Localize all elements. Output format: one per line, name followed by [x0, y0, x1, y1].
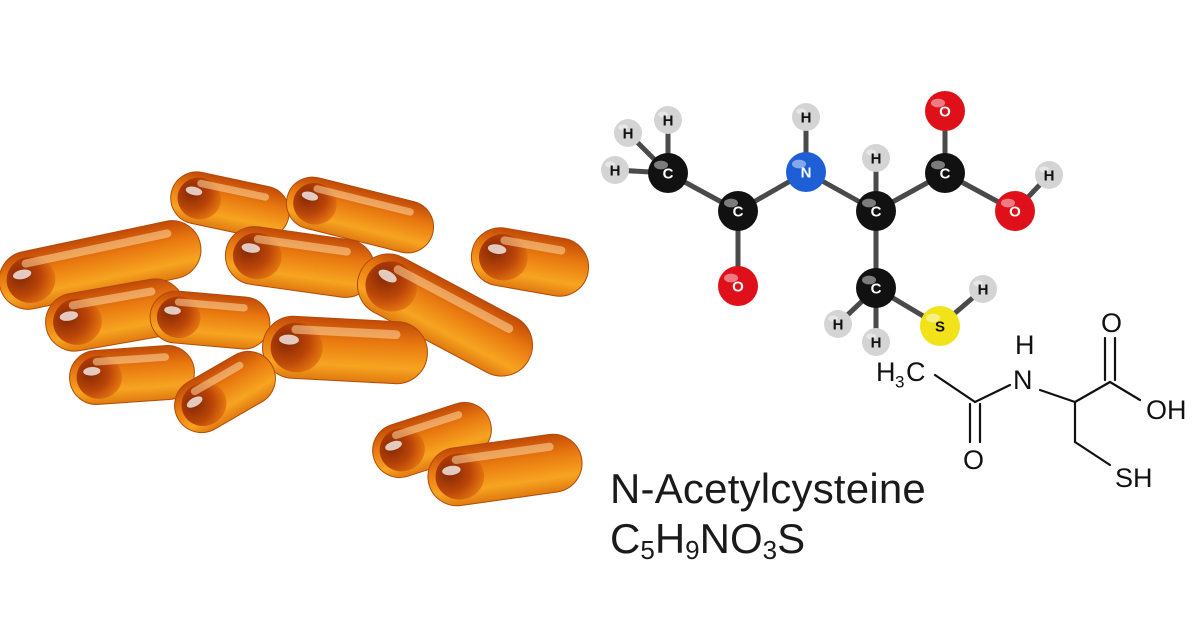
atom-n: N: [786, 152, 826, 192]
atom-label: C: [871, 281, 882, 298]
atom-label: C: [663, 166, 674, 183]
atom-label: H: [871, 335, 882, 352]
compound-name: N-Acetylcysteine: [610, 465, 926, 512]
atom-h: H: [969, 275, 997, 303]
atom-label: C: [940, 166, 951, 183]
atom-label: N: [801, 165, 812, 182]
atom-label: H: [801, 110, 812, 127]
atom-label: S: [935, 319, 945, 336]
formula-symbol: NO: [699, 515, 763, 562]
capsule: [224, 226, 376, 298]
capsule: [0, 220, 202, 310]
formula-symbol: S: [777, 515, 806, 562]
atom-label: C: [733, 204, 744, 221]
label-o-bottom: O: [963, 445, 984, 475]
capsule: [356, 253, 534, 377]
atom-label: O: [732, 279, 744, 296]
label-nh-h: H: [1015, 330, 1035, 360]
capsule: [45, 278, 185, 352]
molecular-formula: C5H9NO3S: [610, 515, 806, 565]
atom-h: H: [862, 144, 890, 172]
formula-symbol: H: [654, 515, 686, 562]
atom-label: H: [978, 282, 989, 299]
atom-c: C: [856, 191, 896, 231]
atom-c: C: [856, 268, 896, 308]
label-nh-n: N: [1013, 365, 1033, 395]
capsule-pile-icon: [0, 171, 590, 507]
atom-label: H: [1044, 168, 1055, 185]
atom-h: H: [614, 119, 642, 147]
label-sh: SH: [1115, 463, 1153, 493]
label-h3c-sub: 3: [895, 373, 904, 392]
label-o-top: O: [1101, 308, 1122, 338]
capsule: [470, 227, 590, 297]
atom-o: O: [995, 191, 1035, 231]
label-h3c-h: H: [876, 357, 896, 387]
skeletal-formula: H 3 C H N O OH O SH: [876, 308, 1187, 493]
atom-h: H: [862, 328, 890, 356]
capsule: [174, 351, 276, 433]
capsule: [427, 433, 583, 507]
capsule: [285, 176, 435, 254]
atom-h: H: [824, 310, 852, 338]
label-oh: OH: [1146, 395, 1187, 425]
atom-h: H: [1035, 161, 1063, 189]
atom-c: C: [925, 153, 965, 193]
atom-c: C: [648, 153, 688, 193]
atom-s: S: [920, 306, 960, 346]
atom-label: O: [939, 104, 951, 121]
atom-o: O: [718, 266, 758, 306]
atom-label: H: [623, 126, 634, 143]
capsule: [170, 171, 290, 239]
atom-label: H: [663, 113, 674, 130]
atom-label: H: [871, 151, 882, 168]
capsule: [69, 345, 195, 405]
atom-h: H: [601, 156, 629, 184]
atom-label: H: [610, 163, 621, 180]
atom-label: C: [871, 204, 882, 221]
atom-h: H: [654, 106, 682, 134]
atom-label: O: [1009, 204, 1021, 221]
formula-subscript: 9: [685, 535, 700, 565]
formula-subscript: 5: [640, 535, 655, 565]
formula-symbol: C: [610, 515, 641, 562]
atom-label: H: [833, 317, 844, 334]
atom-h: H: [792, 103, 820, 131]
label-h3c-c: C: [906, 357, 926, 387]
ball-and-stick-model: C C O N H C H C O O H C S H H H H H H: [601, 91, 1063, 356]
atom-o: O: [925, 91, 965, 131]
atom-c: C: [718, 191, 758, 231]
capsule: [149, 290, 271, 350]
formula-subscript: 3: [762, 535, 778, 565]
capsule: [262, 315, 428, 385]
capsule: [372, 401, 492, 479]
